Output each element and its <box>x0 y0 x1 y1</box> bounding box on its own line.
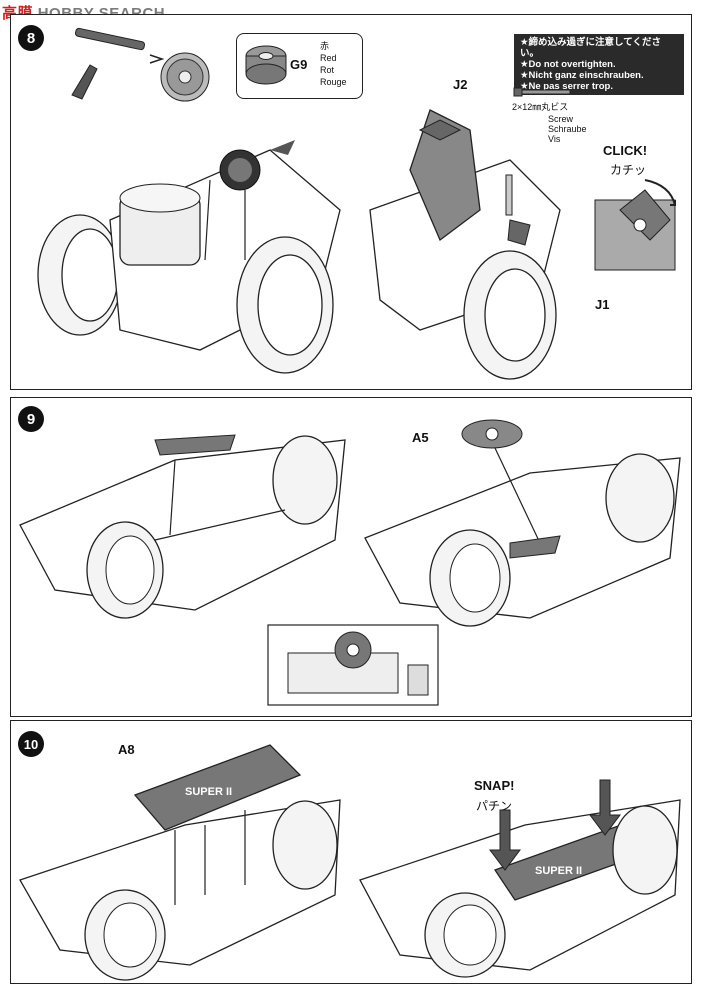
label-j2: J2 <box>453 77 468 92</box>
label-a8: A8 <box>118 742 135 757</box>
gear-color-de: Rot <box>320 65 335 75</box>
warning-line-en: ★Do not overtighten. <box>520 59 616 70</box>
warning-line-de: ★Nicht ganz einschrauben. <box>520 70 644 81</box>
click-detail-illustration <box>594 179 676 271</box>
gear-color-jp: 赤 <box>320 41 330 51</box>
chassis-step8-left <box>37 140 341 374</box>
warning-line-fr: ★Ne pas serrer trop. <box>520 81 613 92</box>
gear-part-code: G9 <box>290 57 308 72</box>
warning-box: ★締め込み過ぎに注意してください。 ★Do not overtighten. ★… <box>514 34 684 95</box>
warning-line-jp: ★締め込み過ぎに注意してください。 <box>520 37 661 59</box>
screw-icon <box>513 87 571 97</box>
gear-color-fr: Rouge <box>320 77 347 87</box>
click-label-en: CLICK! <box>603 143 648 158</box>
cover-text-right: SUPER II <box>535 865 582 877</box>
step10-number: 10 <box>18 731 44 757</box>
chassis-step8-right <box>369 109 561 380</box>
screw-name-de: Schraube <box>548 124 587 134</box>
label-j1: J1 <box>595 297 610 312</box>
chassis-step9-left <box>19 434 346 619</box>
screw-name-en: Screw <box>548 114 574 124</box>
gear-color-en: Red <box>320 53 337 63</box>
snap-label-en: SNAP! <box>474 778 515 793</box>
cover-text-left: SUPER II <box>185 786 232 798</box>
chassis-step10-left: SUPER II <box>19 744 341 981</box>
step9-detail-inset <box>267 624 439 706</box>
screw-name-fr: Vis <box>548 134 561 144</box>
step8-number: 8 <box>18 25 44 51</box>
screw-spec: 2×12㎜丸ビス <box>512 102 569 112</box>
gear-icon <box>245 45 287 85</box>
label-a5: A5 <box>412 430 429 445</box>
step9-number: 9 <box>18 406 44 432</box>
chassis-step9-right <box>364 419 681 627</box>
chassis-step10-right: SUPER II <box>359 779 681 978</box>
shaft-gear-illustration <box>71 27 210 102</box>
click-label-jp: カチッ <box>610 163 647 177</box>
